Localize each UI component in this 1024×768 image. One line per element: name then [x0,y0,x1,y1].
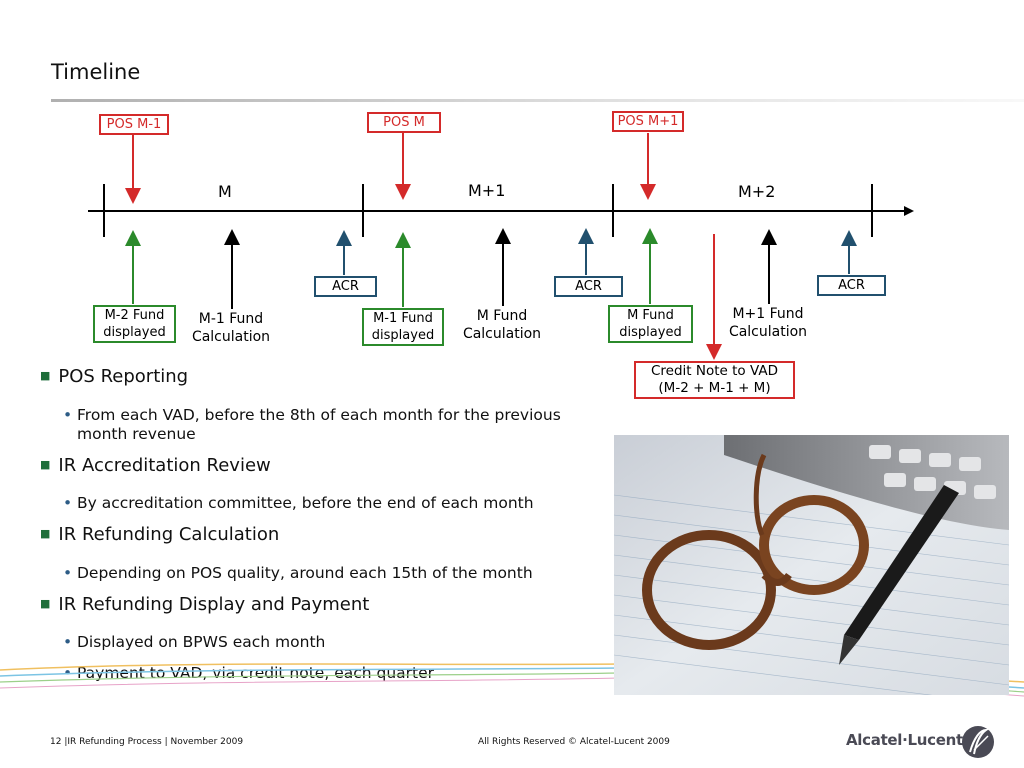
square-bullet-icon: ■ [40,527,51,540]
dot-bullet-icon: • [63,406,73,424]
bullet-ir-accreditation-review: ■ IR Accreditation Review [40,455,271,476]
alcatel-lucent-logo-icon [962,726,994,758]
pos-box-m-minus-1: POS M-1 [99,114,169,135]
pos-box-m: POS M [367,112,441,133]
acr-box-3: ACR [817,275,886,296]
footer-copyright: All Rights Reserved © Alcatel-Lucent 200… [478,737,670,747]
dot-bullet-icon: • [63,564,73,582]
bullet-text: POS Reporting [58,366,189,387]
fund-calc-label-3: M+1 Fund Calculation [717,305,819,341]
fund-calc-line1: M+1 Fund [732,306,804,322]
calculator-glasses-photo [614,435,1009,695]
acr-box-1: ACR [314,276,377,297]
timeline-graphics [88,133,914,360]
square-bullet-icon: ■ [40,369,51,382]
fund-calc-line1: M-1 Fund [198,311,264,327]
timeline-axis-arrowhead [904,206,914,216]
fund-displayed-box-1: M-2 Fund displayed [93,305,176,343]
dot-bullet-icon: • [63,633,73,651]
sub-bullet: •Depending on POS quality, around each 1… [63,564,622,583]
sub-bullet-text: By accreditation committee, before the e… [77,494,534,512]
period-label-m1: M+1 [468,181,506,200]
credit-note-line2: (M-2 + M-1 + M) [658,380,771,396]
alcatel-lucent-logo: Alcatel·Lucent [846,724,996,760]
sub-bullet: •From each VAD, before the 8th of each m… [63,406,577,444]
acr-box-2: ACR [554,276,623,297]
sub-bullet-text: From each VAD, before the 8th of each mo… [77,406,561,443]
bullet-ir-refunding-display-payment: ■ IR Refunding Display and Payment [40,594,369,615]
square-bullet-icon: ■ [40,597,51,610]
period-label-m: M [218,182,232,201]
fund-displayed-box-3: M Fund displayed [608,305,693,343]
fund-displayed-line2: displayed [103,325,166,340]
fund-displayed-line1: M-2 Fund [104,308,165,323]
fund-calc-label-2: M Fund Calculation [451,307,553,343]
sub-bullet: •Displayed on BPWS each month [63,633,622,652]
square-bullet-icon: ■ [40,458,51,471]
dot-bullet-icon: • [63,494,73,512]
sub-bullet-text: Depending on POS quality, around each 15… [77,564,533,582]
credit-note-line1: Credit Note to VAD [651,363,778,379]
credit-note-box: Credit Note to VAD (M-2 + M-1 + M) [634,361,795,399]
fund-calc-line1: M Fund [476,308,528,324]
fund-displayed-box-2: M-1 Fund displayed [362,308,444,346]
fund-calc-line2: Calculation [191,329,271,345]
bullet-text: IR Accreditation Review [58,455,271,476]
bullet-text: IR Refunding Display and Payment [58,594,370,615]
fund-calc-label-1: M-1 Fund Calculation [180,310,282,346]
slide-title: Timeline [51,60,141,84]
timeline-diagram: M M+1 M+2 POS M-1 POS M POS M+1 ACR ACR … [88,111,914,399]
pos-box-m-plus-1: POS M+1 [612,111,684,132]
bullet-ir-refunding-calculation: ■ IR Refunding Calculation [40,524,279,545]
fund-displayed-line1: M-1 Fund [373,311,433,326]
logo-text: Alcatel·Lucent [846,731,963,749]
sub-bullet: •By accreditation committee, before the … [63,494,622,513]
fund-displayed-line1: M Fund [627,308,674,323]
fund-calc-line2: Calculation [462,326,542,342]
photo-illustration [614,435,1009,695]
period-label-m2: M+2 [738,182,776,201]
fund-displayed-line2: displayed [619,325,682,340]
bullet-text: IR Refunding Calculation [58,524,280,545]
fund-calc-line2: Calculation [728,324,808,340]
bullet-pos-reporting: ■ POS Reporting [40,366,188,387]
fund-displayed-line2: displayed [371,328,435,343]
footer-page-info: 12 |IR Refunding Process | November 2009 [50,737,244,747]
sub-bullet-text: Displayed on BPWS each month [77,633,326,651]
title-divider [51,99,1024,102]
